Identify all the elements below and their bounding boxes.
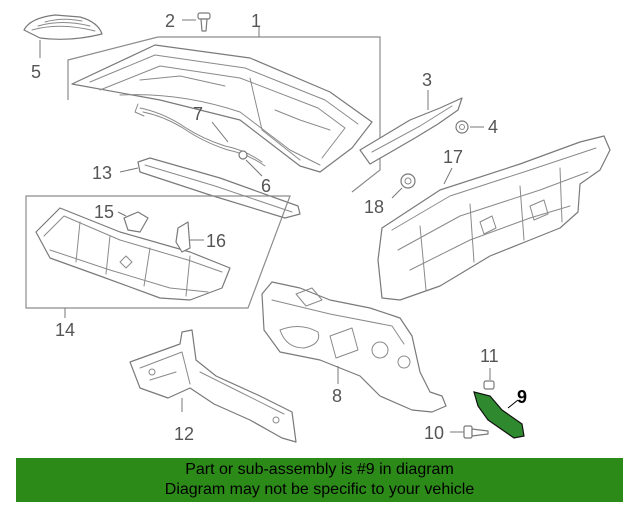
part-16-bracket — [175, 221, 204, 253]
callout-11: 11 — [480, 346, 499, 366]
callout-12: 12 — [174, 424, 194, 444]
part-6-connector — [238, 150, 263, 177]
callout-15: 15 — [94, 202, 114, 222]
part-11-fastener — [483, 368, 495, 390]
part-2-bolt — [182, 12, 211, 32]
callout-8: 8 — [332, 386, 342, 406]
part-17-dash-panel — [377, 135, 611, 301]
parts-diagram: 5 2 1 7 6 13 — [23, 11, 611, 444]
part-3-bracket — [359, 90, 463, 165]
callout-16: 16 — [206, 231, 226, 251]
callout-1: 1 — [251, 11, 261, 31]
part-9-highlighted — [473, 391, 525, 439]
part-5-vent-cap — [23, 14, 103, 58]
info-banner: Part or sub-assembly is #9 in diagram Di… — [16, 458, 623, 502]
part-4-clip — [455, 120, 484, 134]
callout-17: 17 — [443, 147, 463, 167]
part-8-insulator — [261, 281, 447, 413]
part-10-bolt — [450, 425, 489, 439]
part-18-grommet — [391, 173, 416, 199]
part-14-box — [25, 195, 291, 318]
callout-10: 10 — [424, 423, 444, 443]
part-13-seal — [119, 157, 301, 219]
part-12-structure — [129, 329, 297, 443]
callout-6: 6 — [261, 176, 271, 196]
part-14-lower-cowl — [35, 207, 231, 301]
callout-7: 7 — [193, 104, 203, 124]
banner-line-2: Diagram may not be specific to your vehi… — [164, 481, 475, 498]
callout-18: 18 — [364, 197, 384, 217]
part-1-cowl-panel — [71, 44, 373, 173]
banner-line-1: Part or sub-assembly is #9 in diagram — [185, 461, 454, 478]
callout-13: 13 — [92, 163, 112, 183]
part-1-frame — [67, 26, 381, 193]
callout-2: 2 — [165, 11, 175, 31]
callout-4: 4 — [488, 117, 498, 137]
callout-14: 14 — [55, 320, 75, 340]
callout-5: 5 — [31, 62, 41, 82]
callout-9: 9 — [517, 387, 527, 407]
part-15-bracket — [117, 211, 149, 233]
callout-3: 3 — [422, 70, 432, 90]
